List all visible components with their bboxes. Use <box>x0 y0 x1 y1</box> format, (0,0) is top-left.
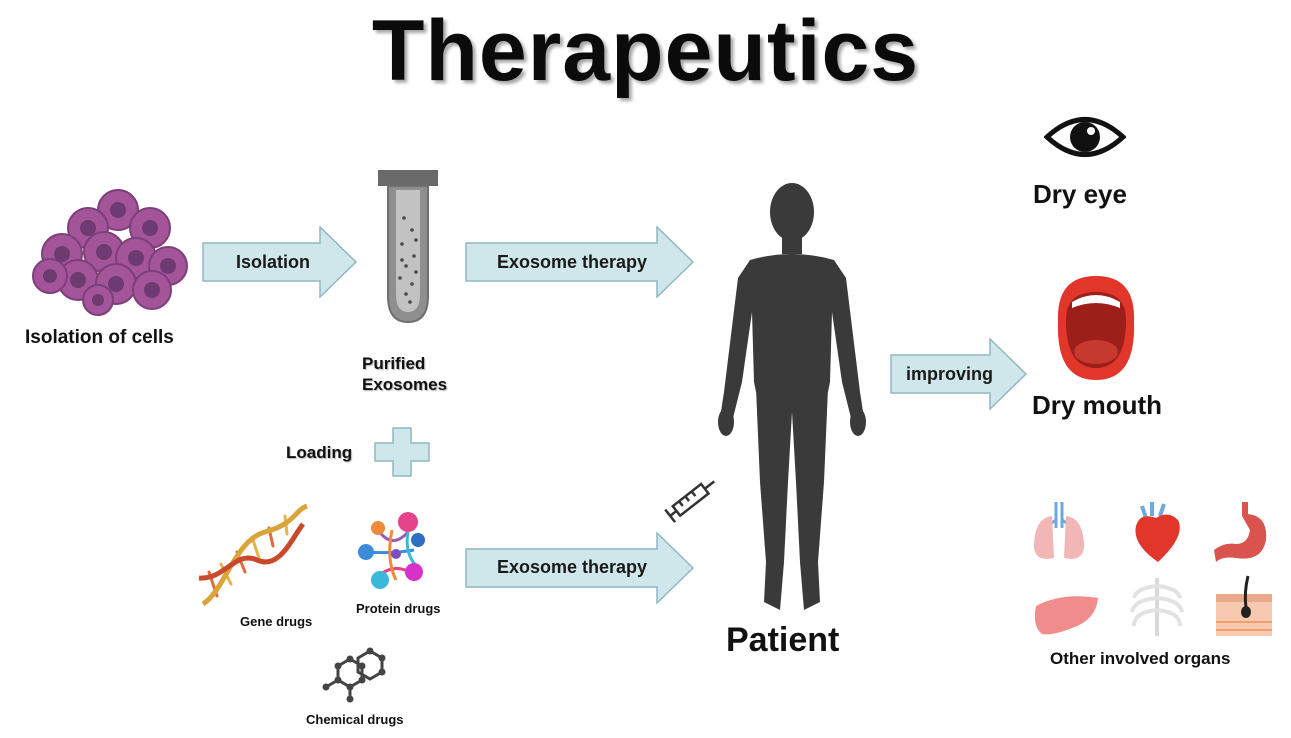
isolation-of-cells-label: Isolation of cells <box>25 327 174 348</box>
chemical-drugs-label: Chemical drugs <box>306 712 404 727</box>
patient-silhouette-icon <box>718 183 866 610</box>
protein-drugs-label: Protein drugs <box>356 601 441 616</box>
cell-cluster-icon <box>32 189 188 316</box>
eye-icon <box>1044 117 1126 157</box>
syringe-icon <box>664 480 716 523</box>
stomach-icon <box>1214 502 1267 562</box>
skin-icon <box>1216 575 1272 636</box>
purified-exosomes-line1: Purified <box>362 354 426 373</box>
chemical-structure-icon <box>322 647 386 703</box>
patient-label: Patient <box>726 621 840 659</box>
isolation-arrow <box>202 226 358 298</box>
exosome-therapy-top-label: Exosome therapy <box>497 252 648 272</box>
mouth-icon <box>1057 276 1135 380</box>
exosome-therapy-bottom-label: Exosome therapy <box>497 557 648 577</box>
dna-icon <box>198 503 309 607</box>
plus-icon <box>374 427 430 477</box>
exosome-therapy-arrow-top <box>465 226 695 298</box>
improving-arrow-label: improving <box>906 364 994 384</box>
dry-mouth-label: Dry mouth <box>1032 390 1162 420</box>
other-organs-label: Other involved organs <box>1050 649 1231 668</box>
purified-exosomes-line2: Exosomes <box>362 375 448 394</box>
ribcage-icon <box>1130 578 1184 636</box>
protein-icon <box>358 512 425 589</box>
dry-eye-label: Dry eye <box>1033 179 1127 209</box>
lungs-icon <box>1034 502 1084 559</box>
improving-arrow <box>890 338 1028 410</box>
liver-icon <box>1034 596 1098 635</box>
page-title: Therapeutics <box>371 3 920 99</box>
heart-icon <box>1135 502 1180 562</box>
test-tube-icon <box>378 170 438 324</box>
isolation-arrow-label: Isolation <box>236 252 311 272</box>
exosome-therapy-arrow-bottom <box>465 532 695 604</box>
loading-label: Loading <box>286 443 353 462</box>
purified-exosomes-label: Purified Exosomes <box>362 353 447 395</box>
gene-drugs-label: Gene drugs <box>240 614 313 629</box>
